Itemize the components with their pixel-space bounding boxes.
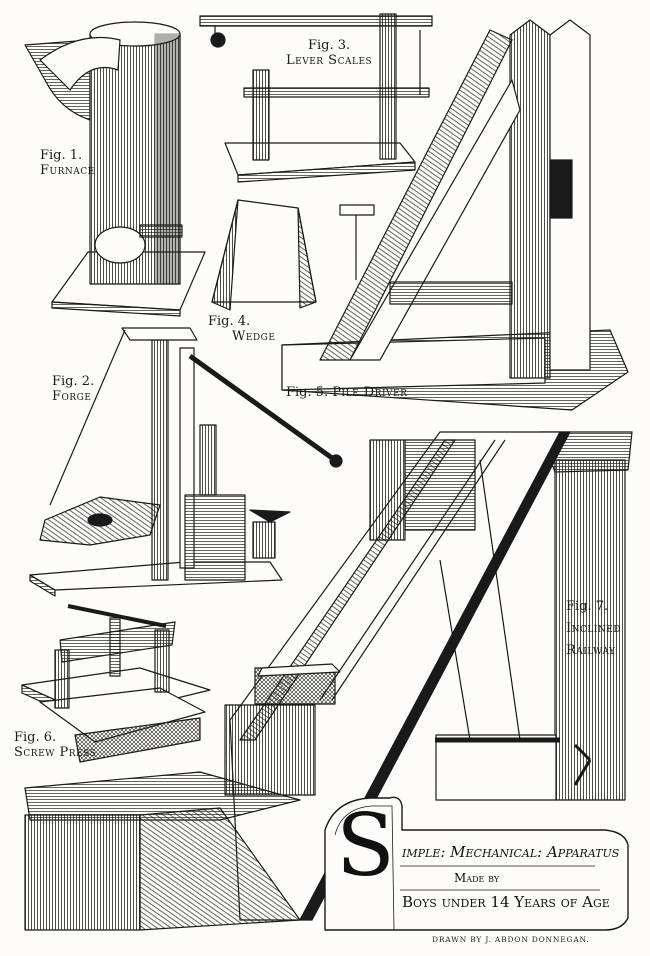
fig4-caption: Fig. 4. Wedge (208, 314, 275, 344)
fig2-caption: Fig. 2. Forge (52, 374, 94, 404)
fig2-number: Fig. 2. (52, 374, 95, 389)
fig5-number: Fig. 5. (286, 385, 329, 400)
lever-scales-drawing (199, 13, 433, 183)
artist-credit: DRAWN BY J. ABDON DONNEGAN. (432, 935, 590, 944)
fig7-name: Inclined Railway (566, 621, 622, 658)
fig3-caption: Fig. 3. Lever Scales (286, 38, 372, 68)
fig4-name: Wedge (232, 329, 276, 344)
fig1-name: Furnace (40, 163, 95, 178)
wedge-drawing (211, 199, 317, 311)
screw-press-drawing (21, 604, 211, 763)
fig1-number: Fig. 1. (40, 148, 83, 163)
title-cartouche (324, 796, 629, 931)
fig1-caption: Fig. 1. Furnace (40, 148, 95, 178)
fig6-name: Screw Press (14, 745, 97, 760)
furnace-drawing (24, 21, 206, 317)
title-block: S imple: Mechanical: Apparatus Made by B… (322, 795, 634, 935)
fig7-number: Fig. 7. (566, 599, 609, 614)
fig5-name: Pile Driver (332, 385, 408, 400)
fig6-caption: Fig. 6. Screw Press (14, 730, 96, 760)
title-line1: imple: Mechanical: Apparatus (402, 843, 620, 861)
forge-drawing (29, 327, 343, 597)
fig3-number: Fig. 3. (308, 38, 351, 53)
title-initial: S (336, 796, 395, 896)
fig4-number: Fig. 4. (208, 314, 251, 329)
fig7-caption: Fig. 7. Inclined Railway (566, 596, 626, 662)
fig5-caption: Fig. 5. Pile Driver (286, 385, 407, 400)
fig2-name: Forge (52, 389, 92, 404)
title-line2: Made by (454, 871, 500, 885)
fig6-number: Fig. 6. (14, 730, 57, 745)
title-line3: Boys under 14 Years of Age (402, 893, 610, 911)
pile-driver-drawing (281, 19, 629, 411)
fig3-name: Lever Scales (286, 53, 373, 68)
